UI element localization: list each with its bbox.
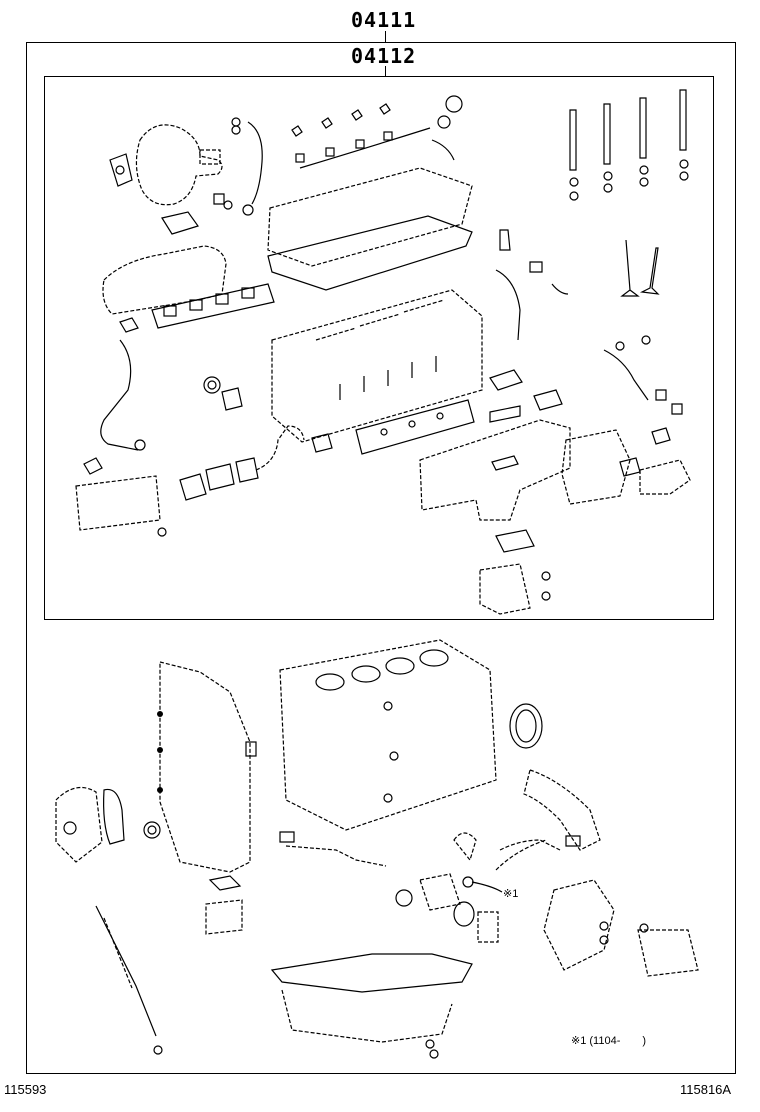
outer-set-frame [26,42,736,1074]
fuel-injectors [569,89,689,201]
intake-manifold-gasket [355,399,475,455]
leader-line-04111 [385,31,386,42]
fuel-return-line [603,335,683,415]
oil-filter [205,875,243,935]
illustration-code-right: 115816A [680,1082,732,1097]
rear-oil-seal [509,703,543,749]
part-number-04111: 04111 [351,8,417,32]
leader-line-04112 [385,66,386,76]
o-ring-ref1 [462,876,474,888]
thermostat [395,873,503,943]
oil-pan [270,953,473,1059]
oil-feed-pipe [213,117,263,216]
cap-seals-top [431,95,463,161]
timing-gear-cover [157,661,257,873]
fuel-pipe-center [495,229,569,341]
exhaust-manifold [102,211,227,315]
egr-pipe [255,425,333,471]
egr-valve [561,427,691,505]
turbocharger [109,124,223,206]
water-pump [55,786,161,863]
oil-seal-small [119,317,243,411]
reference-legend: ※1 (1104- ) [571,1035,647,1047]
cylinder-block [279,639,497,831]
inner-set-frame [44,76,714,620]
manifold-gasket [151,283,275,329]
part-number-04112: 04112 [351,44,417,68]
oil-strainer [279,831,387,867]
intake-manifold [419,419,571,521]
engine-valves [620,239,660,297]
water-bypass-pipe [83,339,146,475]
dipstick-tube [95,905,163,1055]
throttle-body [479,529,551,615]
cylinder-head-cover [267,167,473,291]
reference-mark: ※1 [503,888,519,900]
egr-cooler [75,457,259,537]
water-inlet-pipe [499,769,601,851]
egr-gasket [489,369,563,423]
cylinder-head [271,289,483,443]
water-outlet [453,832,547,871]
illustration-code-left: 115593 [4,1082,47,1097]
oil-pump [543,879,699,977]
valve-stem-seals [291,103,431,169]
